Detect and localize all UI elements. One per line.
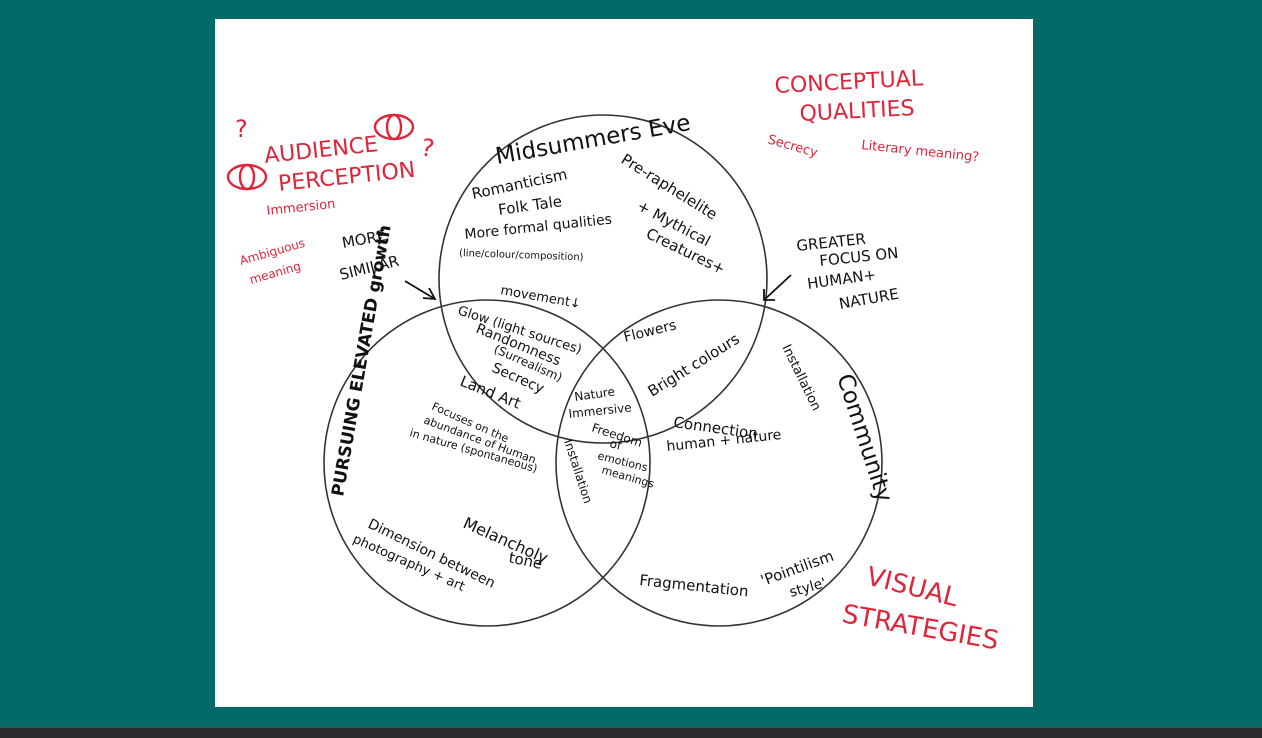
label-formal-detail: (line/colour/composition) [459,248,584,263]
label-conceptual: CONCEPTUAL [774,66,924,99]
label-installation-overlap: Installation [561,438,595,506]
circle-midsummers-eve [438,114,768,444]
label-human-plus: HUMAN+ [806,265,877,292]
venn-canvas: Midsummers Eve PURSUING ELEVATED growth … [215,19,1033,707]
label-of: of [608,436,623,453]
label-fragmentation: Fragmentation [639,571,750,600]
label-immersion: Immersion [266,197,336,219]
label-nature: Nature [573,384,615,404]
circle-title-right: Community [831,371,897,506]
label-installation-right: Installation [778,342,823,413]
eye-icon [226,163,268,191]
label-nature-annotation: NATURE [838,285,901,313]
label-strategies: STRATEGIES [840,599,1001,656]
circle-community [555,299,883,627]
venn-diagram: Midsummers Eve PURSUING ELEVATED growth … [226,66,1001,656]
arrow-greater-focus [763,274,792,301]
circle-title-top: Midsummers Eve [494,110,693,170]
label-folk-tale: Folk Tale [497,192,563,219]
eye-icon [373,113,415,141]
label-movement: movement↓ [499,283,582,312]
label-literary-meaning: Literary meaning? [861,138,980,165]
arrow-more-similar [404,280,437,301]
label-qualities: QUALITIES [799,96,915,127]
label-immersive: Immersive [568,400,632,421]
label-flowers: Flowers [622,317,678,345]
label-question-2: ? [419,133,436,163]
label-question-1: ? [235,115,248,143]
label-formal-qualities: More formal qualities [464,212,613,243]
label-secrecy-red: Secrecy [766,132,820,161]
circle-pursuing-growth [323,299,651,627]
bottom-bar [0,727,1262,738]
label-bright-colours: Bright colours [645,330,743,401]
